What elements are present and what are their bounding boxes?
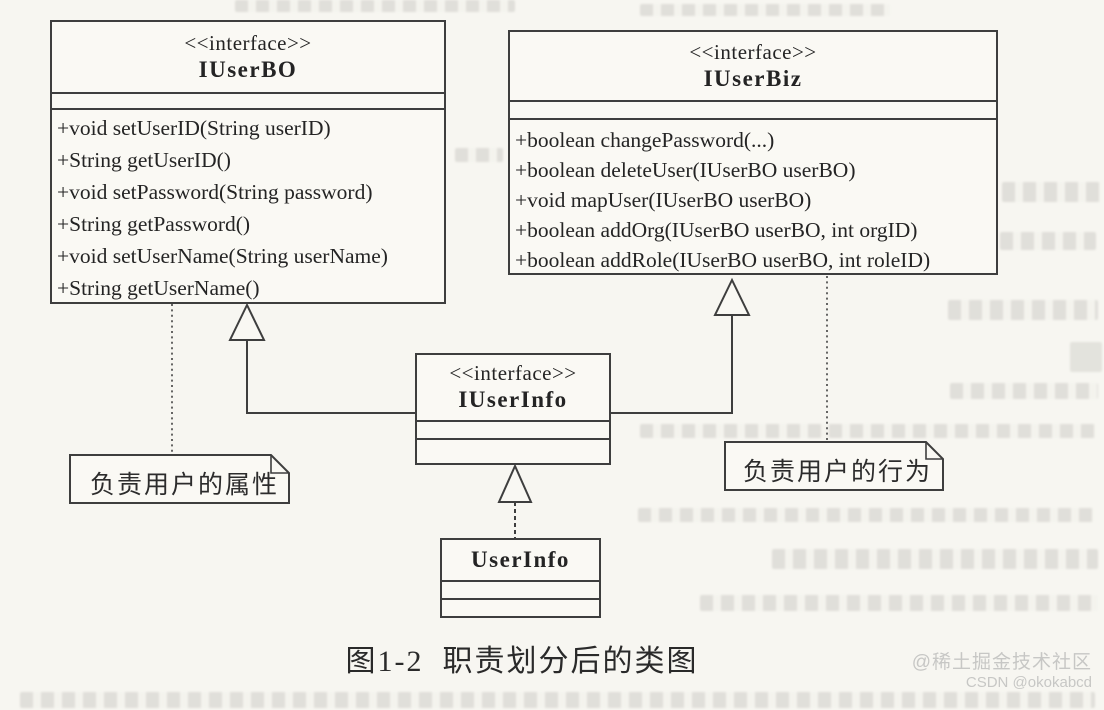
method-line: +boolean changePassword(...)	[515, 128, 775, 152]
stereotype-label: <<interface>>	[449, 361, 577, 385]
scan-bleedthrough	[948, 300, 1098, 320]
scan-bleedthrough	[772, 549, 1098, 569]
method-line: +String getUserName()	[57, 276, 260, 300]
stereotype-label: <<interface>>	[689, 39, 817, 64]
scan-bleedthrough	[640, 424, 1095, 438]
method-line: +void setPassword(String password)	[57, 180, 373, 204]
class-title-compartment: <<interface>> IUserBO	[52, 22, 444, 94]
scan-bleedthrough	[455, 148, 503, 162]
method-line: +boolean addOrg(IUserBO userBO, int orgI…	[515, 218, 918, 242]
class-title-compartment: UserInfo	[442, 540, 599, 582]
class-name: IUserBiz	[703, 65, 803, 91]
method-line: +String getUserID()	[57, 148, 231, 172]
figure-caption: 图1-2 职责划分后的类图	[345, 645, 699, 678]
scan-bleedthrough	[1000, 232, 1096, 250]
class-box-iuserbo: <<interface>> IUserBO +void setUserID(St…	[50, 20, 446, 304]
watermark-line2: CSDN @okokabcd	[965, 673, 1092, 691]
class-title-compartment: <<interface>> IUserInfo	[417, 355, 609, 422]
method-line: +void setUserID(String userID)	[57, 116, 331, 140]
method-line: +void setUserName(String userName)	[57, 244, 388, 268]
generalization-arrowhead-iuserbiz	[713, 277, 751, 316]
scan-bleedthrough	[700, 595, 1098, 611]
generalization-line-iuserinfo-iuserbo	[246, 340, 415, 414]
generalization-line-iuserinfo-iuserbiz	[611, 315, 733, 414]
scan-bleedthrough	[950, 383, 1098, 399]
note-user-behavior: 负责用户的行为	[743, 459, 933, 486]
generalization-arrowhead-iuserbo	[228, 302, 266, 341]
method-line: +void mapUser(IUserBO userBO)	[515, 188, 812, 212]
watermark: @稀土掘金技术社区 CSDN @okokabcd	[912, 652, 1092, 691]
method-line: +boolean deleteUser(IUserBO userBO)	[515, 158, 856, 182]
class-box-iuserinfo: <<interface>> IUserInfo	[415, 353, 611, 465]
realization-arrowhead-iuserinfo	[497, 463, 533, 503]
attributes-compartment	[52, 94, 444, 110]
class-name: IUserInfo	[458, 387, 568, 413]
method-line: +String getPassword()	[57, 212, 251, 236]
methods-compartment: +void setUserID(String userID) +String g…	[52, 110, 444, 304]
class-title-compartment: <<interface>> IUserBiz	[510, 32, 996, 102]
note-user-attributes: 负责用户的属性	[90, 472, 280, 499]
class-name: UserInfo	[471, 546, 570, 572]
scan-bleedthrough	[640, 4, 890, 16]
attributes-compartment	[442, 582, 599, 600]
method-line: +boolean addRole(IUserBO userBO, int rol…	[515, 248, 931, 272]
methods-compartment	[417, 440, 609, 442]
scan-bleedthrough	[1070, 342, 1102, 372]
methods-compartment	[442, 600, 599, 602]
scan-bleedthrough	[1002, 182, 1100, 202]
class-name: IUserBO	[198, 56, 298, 82]
class-box-iuserbiz: <<interface>> IUserBiz +boolean changePa…	[508, 30, 998, 275]
class-box-userinfo: UserInfo	[440, 538, 601, 618]
scan-bleedthrough	[20, 692, 1095, 708]
scan-bleedthrough	[638, 508, 1093, 522]
watermark-line1: @稀土掘金技术社区	[911, 652, 1092, 673]
scan-bleedthrough	[235, 0, 515, 12]
attributes-compartment	[510, 102, 996, 120]
methods-compartment: +boolean changePassword(...) +boolean de…	[510, 120, 996, 275]
attributes-compartment	[417, 422, 609, 440]
stereotype-label: <<interface>>	[184, 30, 312, 55]
